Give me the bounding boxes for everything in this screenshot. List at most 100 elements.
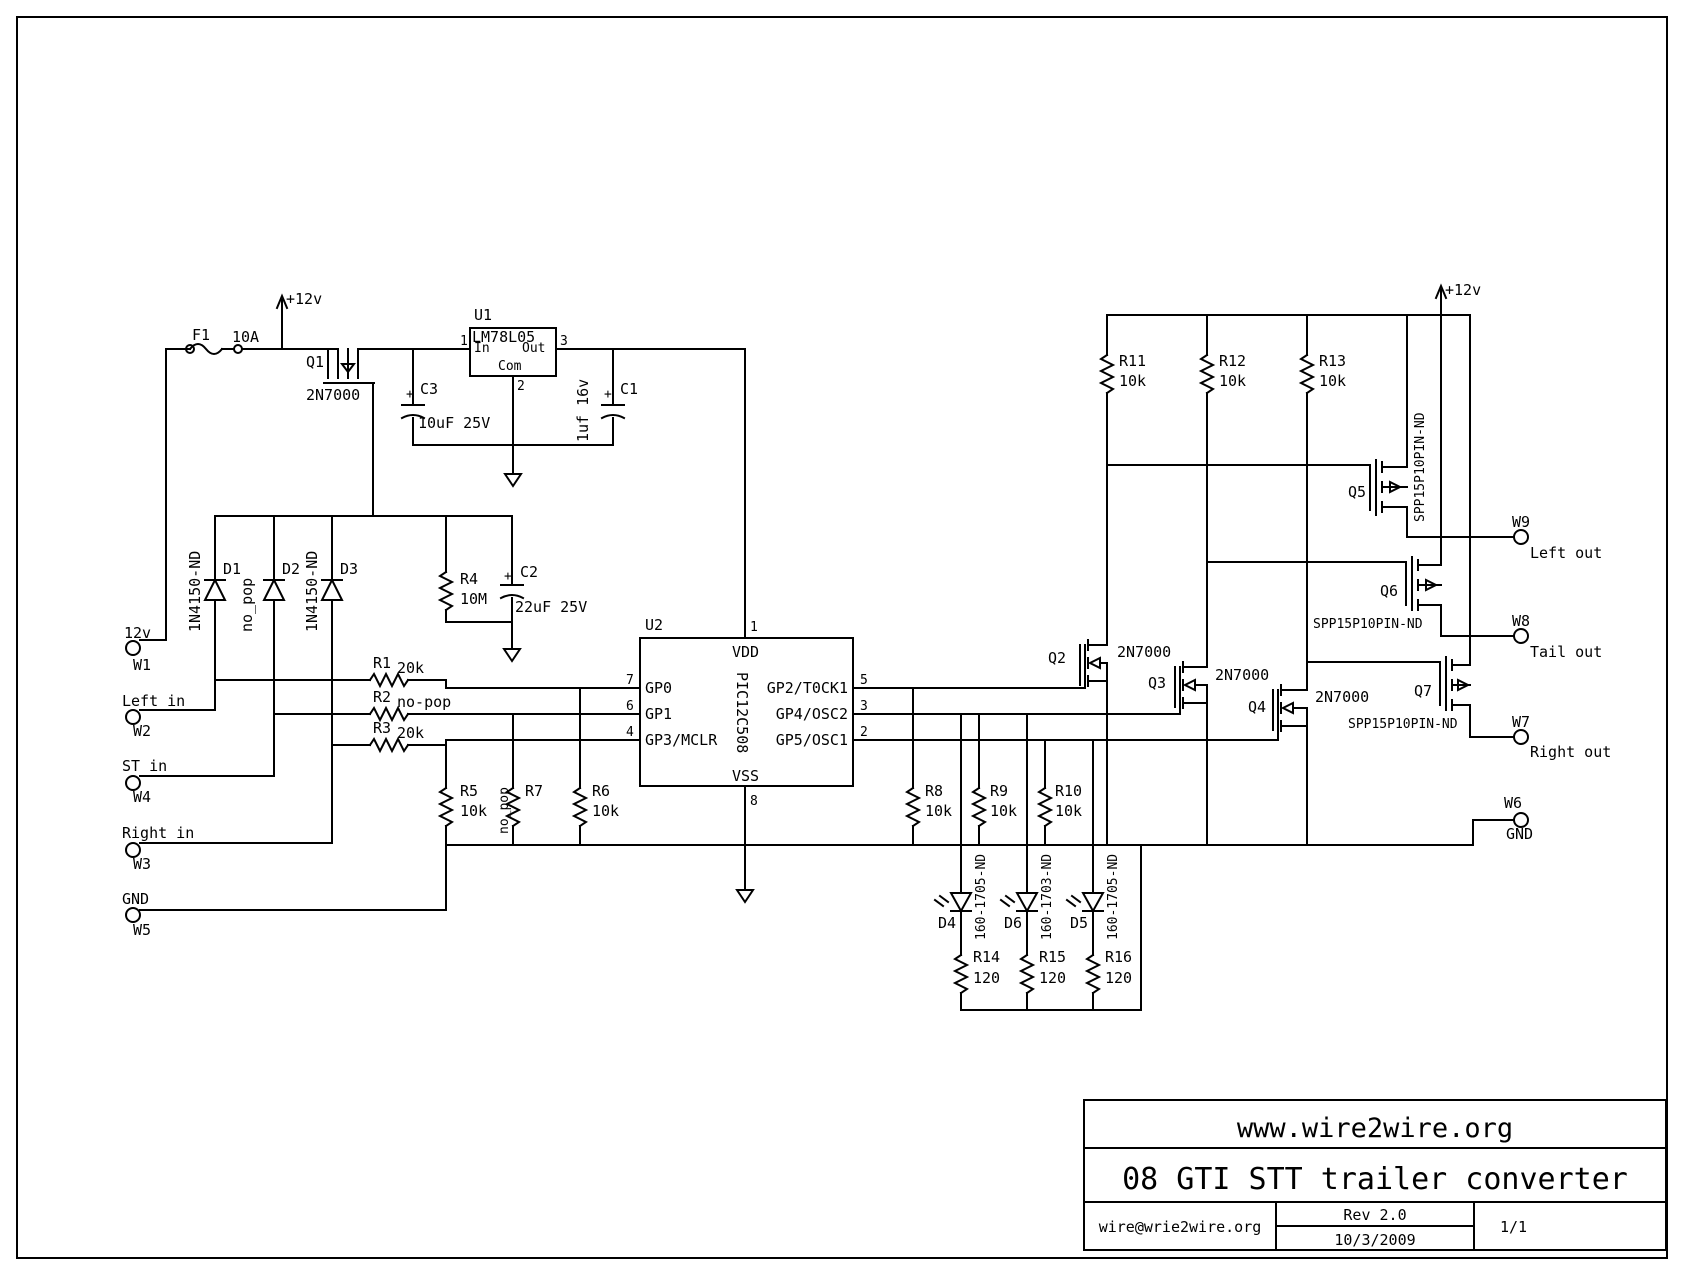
q4-ref: Q4 bbox=[1248, 698, 1266, 716]
q5-mosfet: Q5 SPP15P10PIN-ND bbox=[1106, 314, 1515, 538]
d5-ref: D5 bbox=[1070, 914, 1088, 932]
title-website: www.wire2wire.org bbox=[1237, 1113, 1513, 1144]
w5-terminal bbox=[125, 907, 141, 923]
w6-label: GND bbox=[1506, 825, 1533, 843]
d3-ref: D3 bbox=[340, 560, 358, 578]
q1-value: 2N7000 bbox=[306, 386, 360, 404]
q7-ref: Q7 bbox=[1414, 682, 1432, 700]
r6-ref: R6 bbox=[592, 782, 610, 800]
w3-label: Right in bbox=[122, 824, 194, 842]
r2-value: no-pop bbox=[397, 693, 451, 711]
c3-capacitor: + C3 10uF 25V bbox=[400, 380, 490, 446]
w1-ref: W1 bbox=[133, 656, 151, 674]
vplus-arrow-right bbox=[1434, 283, 1448, 300]
q7-value: SPP15P10PIN-ND bbox=[1348, 717, 1458, 732]
left-connectors: 12v W1 Left in W2 ST in W4 Right in W3 G… bbox=[122, 624, 447, 939]
w4-ref: W4 bbox=[133, 788, 151, 806]
right-connectors: W9 Left out W8 Tail out W7 Right out W6 … bbox=[1504, 513, 1611, 843]
r8-ref: R8 bbox=[925, 782, 943, 800]
q3-value: 2N7000 bbox=[1215, 666, 1269, 684]
w9-ref: W9 bbox=[1512, 513, 1530, 531]
w6-ref: W6 bbox=[1504, 794, 1522, 812]
input-resistors: R1 20k R2 no-pop R3 20k R5 10k R7 no_pop… bbox=[214, 654, 641, 911]
u1-pin1: 1 bbox=[460, 334, 468, 349]
output-power-rail: +12v R11 10k R12 10k R13 10k bbox=[1098, 281, 1481, 691]
input-diodes-section: D1 1N4150-ND D2 no_pop D3 1N4150-ND R4 1… bbox=[186, 515, 587, 844]
u2-gp2: GP2/T0CK1 bbox=[767, 679, 848, 697]
u2-vdd: VDD bbox=[732, 643, 759, 661]
u2-pin8: 8 bbox=[750, 794, 758, 809]
u2-gp3: GP3/MCLR bbox=[645, 731, 718, 749]
r13-value: 10k bbox=[1319, 372, 1346, 390]
r2-ref: R2 bbox=[373, 688, 391, 706]
u1-part: LM78L05 bbox=[472, 328, 535, 346]
fuse-symbol bbox=[188, 343, 224, 355]
d2-value: no_pop bbox=[238, 578, 256, 632]
r8-value: 10k bbox=[925, 802, 952, 820]
u2-pin3: 3 bbox=[860, 699, 868, 714]
title-main: 08 GTI STT trailer converter bbox=[1122, 1162, 1628, 1197]
r6-value: 10k bbox=[592, 802, 619, 820]
u2-vss: VSS bbox=[732, 767, 759, 785]
d4-ref: D4 bbox=[938, 914, 956, 932]
c3-value: 10uF 25V bbox=[418, 414, 490, 432]
fuse-value: 10A bbox=[232, 328, 259, 346]
w7-terminal bbox=[1513, 729, 1529, 745]
u1-ref: U1 bbox=[474, 306, 492, 324]
q2-mosfet: Q2 2N7000 bbox=[1048, 639, 1171, 846]
title-date: 10/3/2009 bbox=[1334, 1231, 1415, 1249]
title-sheet: 1/1 bbox=[1500, 1218, 1527, 1236]
svg-text:+: + bbox=[604, 387, 612, 402]
ground-symbol-c2 bbox=[502, 648, 522, 663]
q3-mosfet: Q3 2N7000 bbox=[1148, 661, 1269, 846]
r10-value: 10k bbox=[1055, 802, 1082, 820]
r11-ref: R11 bbox=[1119, 352, 1146, 370]
power-input-section: F1 10A +12v Q1 2N7000 bbox=[165, 290, 466, 641]
u2-pin2: 2 bbox=[860, 725, 868, 740]
q6-mosfet: Q6 SPP15P10PIN-ND bbox=[1206, 314, 1515, 637]
u2-pin6: 6 bbox=[626, 699, 634, 714]
d3-value: 1N4150-ND bbox=[303, 551, 321, 632]
vplus-left-label: +12v bbox=[286, 290, 322, 308]
q6-ref: Q6 bbox=[1380, 582, 1398, 600]
w9-terminal bbox=[1513, 529, 1529, 545]
r12-value: 10k bbox=[1219, 372, 1246, 390]
w8-terminal bbox=[1513, 628, 1529, 644]
r7-value: no_pop bbox=[497, 787, 512, 834]
q3-ref: Q3 bbox=[1148, 674, 1166, 692]
led-indicators: D4 160-1705-ND R14 120 D6 160-1703-ND R1… bbox=[933, 713, 1142, 1011]
w5-ref: W5 bbox=[133, 921, 151, 939]
w9-label: Left out bbox=[1530, 544, 1602, 562]
d2-ref: D2 bbox=[282, 560, 300, 578]
d5-value: 160-1705-ND bbox=[1106, 854, 1121, 940]
r14-value: 120 bbox=[973, 969, 1000, 987]
r10-ref: R10 bbox=[1055, 782, 1082, 800]
r9-ref: R9 bbox=[990, 782, 1008, 800]
w4-label: ST in bbox=[122, 757, 167, 775]
r5-value: 10k bbox=[460, 802, 487, 820]
r12-ref: R12 bbox=[1219, 352, 1246, 370]
u2-pin1: 1 bbox=[750, 620, 758, 635]
u2-pin5: 5 bbox=[860, 673, 868, 688]
u2-ref: U2 bbox=[645, 616, 663, 634]
r7-ref: R7 bbox=[525, 782, 543, 800]
q1-mosfet: Q1 2N7000 bbox=[306, 348, 419, 517]
r4-value: 10M bbox=[460, 590, 487, 608]
w4-terminal bbox=[125, 775, 141, 791]
r1-value: 20k bbox=[397, 659, 424, 677]
r15-ref: R15 bbox=[1039, 948, 1066, 966]
w2-terminal bbox=[125, 709, 141, 725]
w2-label: Left in bbox=[122, 692, 185, 710]
q7-mosfet: Q7 SPP15P10PIN-ND bbox=[1306, 314, 1515, 738]
u2-gp0: GP0 bbox=[645, 679, 672, 697]
u1-in-pin: In bbox=[474, 341, 490, 356]
c1-capacitor: + C1 1uf 16v bbox=[574, 348, 638, 446]
u2-gp5: GP5/OSC1 bbox=[776, 731, 848, 749]
d6-ref: D6 bbox=[1004, 914, 1022, 932]
output-signal-lines: R8 10k R9 10k R10 10k bbox=[852, 687, 1279, 846]
w1-label: 12v bbox=[124, 624, 151, 642]
u2-pin7: 7 bbox=[626, 673, 634, 688]
q4-mosfet: Q4 2N7000 bbox=[1248, 684, 1369, 846]
w5-label: GND bbox=[122, 890, 149, 908]
